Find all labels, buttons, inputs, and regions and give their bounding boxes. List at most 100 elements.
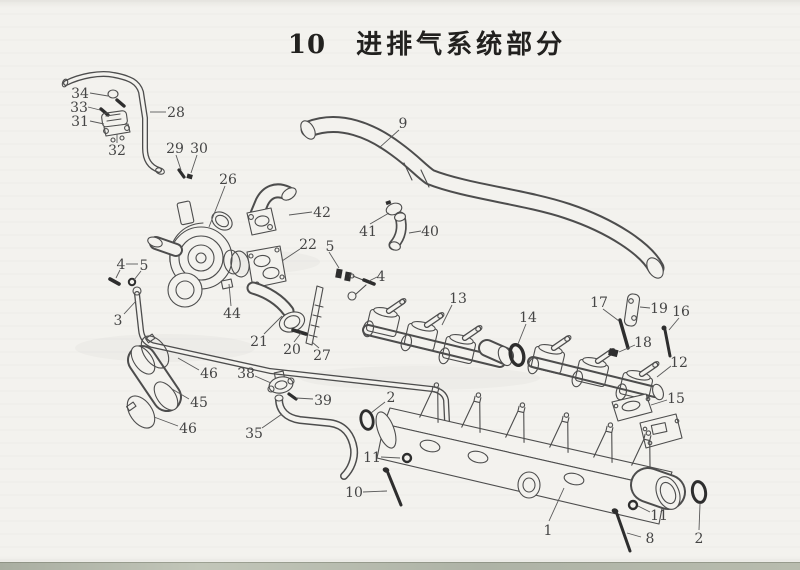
page-title: 10 进排气系统部分 (0, 24, 800, 61)
callout-10: 10 (345, 485, 363, 501)
turbocharger-26 (147, 200, 241, 308)
callout-15: 15 (667, 391, 685, 407)
callout-8: 8 (646, 531, 655, 547)
bolt-29-nut-30 (177, 168, 193, 180)
callout-leader-4 (115, 269, 121, 279)
clamp-parts-5-4 (335, 268, 376, 301)
callout-34: 34 (71, 86, 89, 102)
callout-leader-46 (177, 357, 200, 371)
callout-32: 32 (108, 143, 126, 159)
callout-leader-19 (639, 306, 651, 309)
callout-leader-34 (89, 92, 109, 97)
callout-3: 3 (114, 313, 123, 329)
stud-17 (618, 318, 630, 350)
callout-41: 41 (359, 224, 377, 240)
callout-leader-16 (668, 317, 680, 331)
callout-44: 44 (223, 306, 241, 322)
callout-11: 11 (650, 508, 668, 524)
callout-42: 42 (313, 205, 331, 221)
callout-leader-27 (311, 341, 320, 349)
callout-leader-46 (153, 416, 179, 427)
callout-16: 16 (672, 304, 690, 320)
callout-leader-12 (656, 365, 672, 378)
breather-pipe-35 (274, 394, 359, 480)
callout-leader-20 (293, 332, 302, 343)
callout-26: 26 (219, 172, 237, 188)
breather-valve-assembly (99, 89, 131, 143)
callout-leader-26 (208, 185, 226, 228)
callout-leader-18 (618, 344, 636, 353)
section-number: 10 (287, 30, 327, 60)
callout-14: 14 (519, 310, 537, 326)
oring-2-left (359, 409, 375, 431)
section-title-text: 进排气系统部分 (356, 30, 567, 60)
callout-12: 12 (670, 355, 688, 371)
callout-9: 9 (399, 116, 408, 132)
callout-leader-3 (123, 300, 137, 315)
callout-21: 21 (250, 334, 268, 350)
callout-leader-5 (133, 270, 142, 281)
callout-22: 22 (299, 237, 317, 253)
exhaust-manifold-rear-12 (527, 327, 664, 407)
callout-leader-2 (698, 503, 701, 531)
bolt-16 (661, 325, 672, 358)
callout-leader-21 (263, 315, 283, 335)
exhaust-elbow-21 (246, 281, 306, 333)
callout-leader-1 (548, 487, 565, 522)
callout-29: 29 (166, 141, 184, 157)
callout-27: 27 (313, 348, 331, 364)
bolt-10 (382, 467, 403, 507)
vband-ring (230, 250, 250, 278)
callout-leader-33 (87, 106, 101, 111)
inlet-elbow-42 (246, 183, 297, 236)
callout-leader-8 (626, 532, 642, 538)
callout-46: 46 (200, 366, 218, 382)
callout-45: 45 (190, 395, 208, 411)
callout-31: 31 (71, 114, 89, 130)
callout-leader-35 (261, 413, 283, 429)
callout-leader-30 (190, 154, 198, 174)
callout-2: 2 (695, 531, 704, 547)
callout-46: 46 (179, 421, 197, 437)
callout-leader-15 (650, 399, 668, 406)
hose-45-clamps-46 (126, 333, 182, 429)
callout-2: 2 (387, 390, 396, 406)
callout-4: 4 (117, 257, 126, 273)
callout-35: 35 (245, 426, 263, 442)
callout-leader-17 (602, 308, 620, 322)
stud-20 (291, 328, 308, 336)
callout-1: 1 (544, 523, 553, 539)
callout-leader-45 (171, 388, 190, 400)
oring-2-right (690, 480, 708, 504)
drain-pipe-3 (108, 277, 450, 424)
callout-leader-11 (380, 456, 401, 459)
plug-11-left (401, 452, 413, 464)
callout-5: 5 (326, 239, 335, 255)
callout-18: 18 (634, 335, 652, 351)
hose-elbow-40-clamp-41 (385, 200, 407, 251)
callout-leader-2 (370, 401, 386, 414)
callout-leader-29 (175, 154, 182, 171)
callout-leader-5 (328, 251, 340, 269)
callout-leader-41 (369, 212, 390, 225)
nut-18 (608, 348, 619, 358)
callout-19: 19 (650, 301, 668, 317)
fitting-38 (267, 370, 298, 401)
plate-19 (623, 293, 641, 327)
callout-leader-38 (254, 375, 272, 384)
callout-leader-4 (368, 276, 378, 282)
intake-manifold-1 (375, 380, 686, 525)
bolt-8 (611, 508, 632, 553)
callout-leader-11 (637, 505, 651, 513)
callout-11: 11 (363, 450, 381, 466)
gasket-strip-27 (305, 285, 324, 346)
callout-39: 39 (314, 393, 332, 409)
callout-17: 17 (590, 295, 608, 311)
breather-pipe-28 (61, 71, 165, 175)
callout-4: 4 (377, 269, 386, 285)
exhaust-manifold-front-13 (362, 290, 514, 371)
scan-shadow-band (0, 562, 800, 570)
callout-leader-13 (441, 304, 453, 326)
